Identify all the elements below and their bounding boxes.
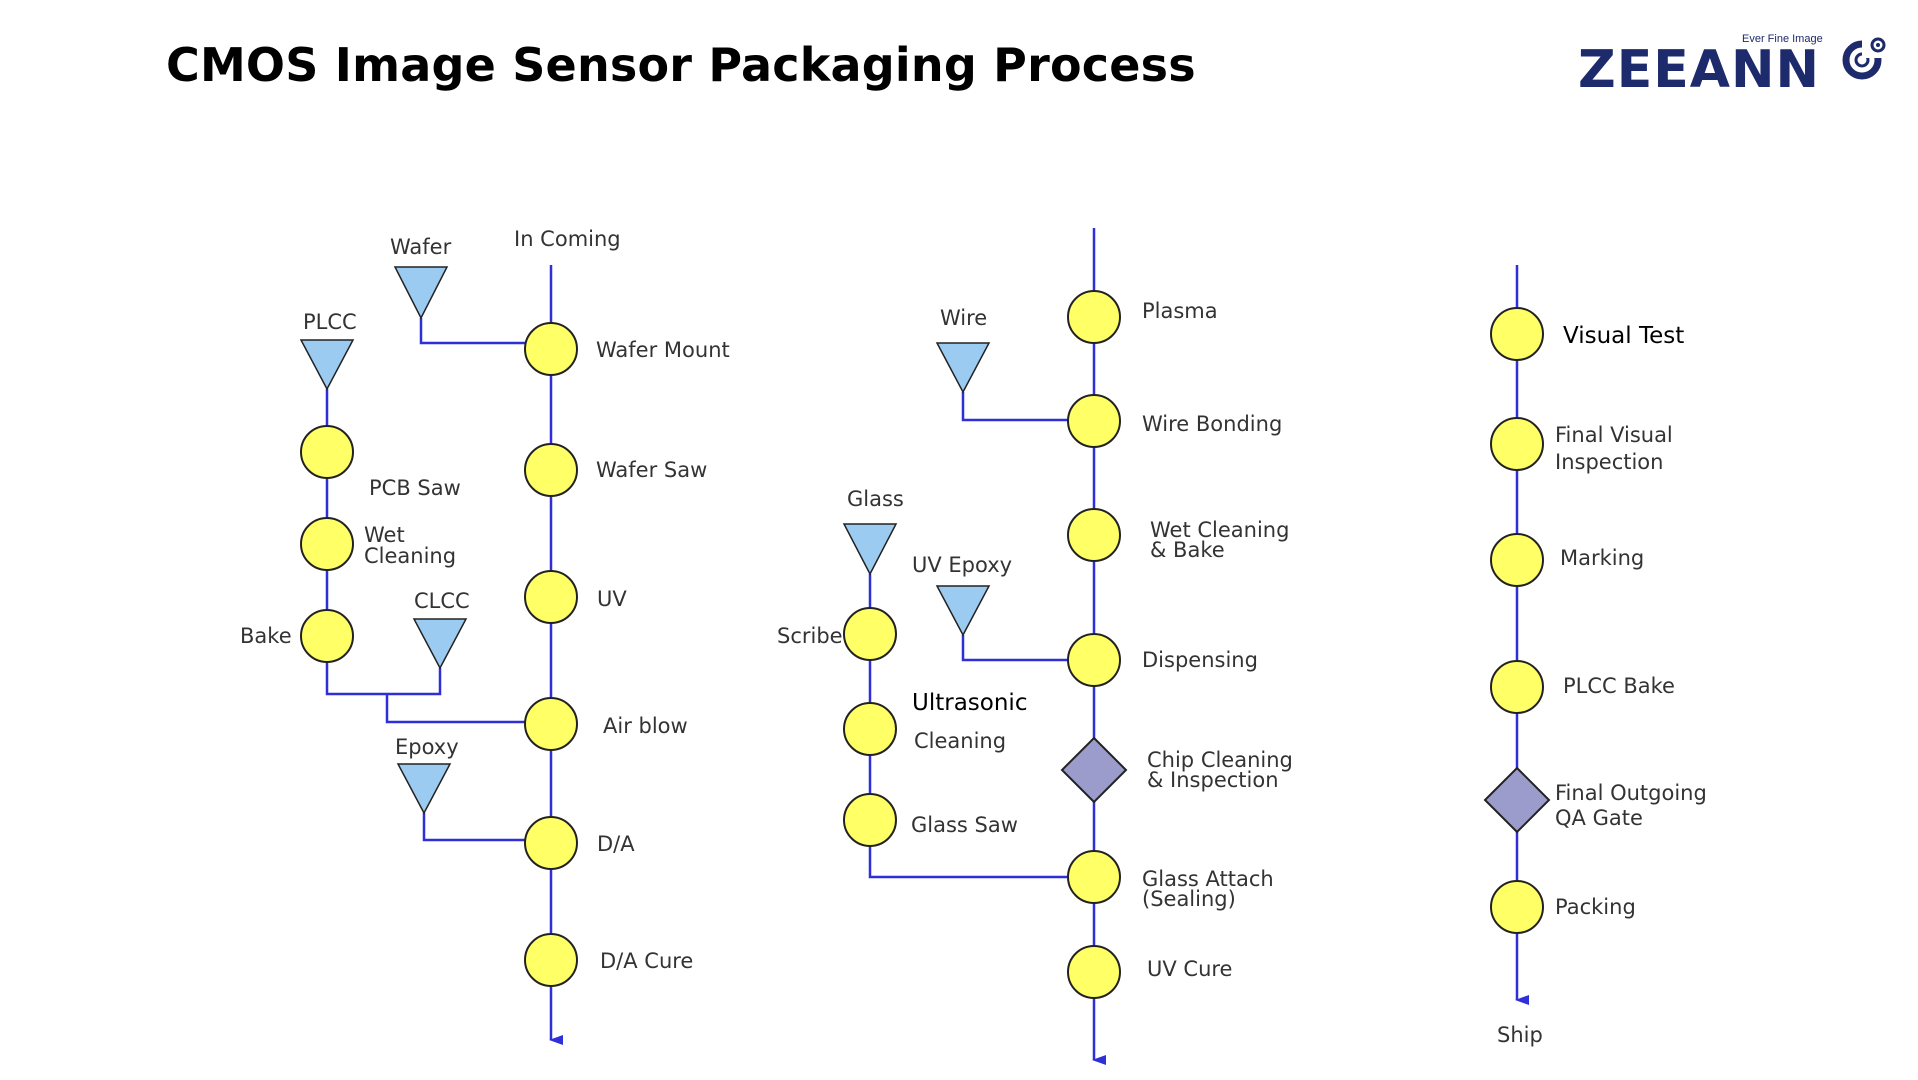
flow-3-steps (1490, 307, 1544, 934)
air-blow-step (524, 697, 578, 751)
flow-1-connectors (325, 265, 563, 1045)
wafer-saw-label: Wafer Saw (596, 458, 707, 482)
visual-test-step (1490, 307, 1544, 361)
logo-tagline: Ever Fine Image (1742, 33, 1823, 45)
flow-1-steps (300, 322, 578, 987)
wire-bonding-step (1067, 394, 1121, 448)
final-outgoing-label-line2: QA Gate (1555, 806, 1643, 830)
ultrasonic-label-line2: Cleaning (914, 729, 1006, 753)
ship-label: Ship (1497, 1023, 1543, 1047)
final-visual-label-line1: Final Visual (1555, 423, 1673, 447)
uv-cure-step (1067, 945, 1121, 999)
logo-wordmark: ZEEANN (1578, 40, 1821, 100)
final-visual-inspection-step (1490, 417, 1544, 471)
epoxy-label: Epoxy (395, 735, 459, 759)
wafer-saw-step (524, 443, 578, 497)
marking-label: Marking (1560, 546, 1644, 570)
ultrasonic-label-line1: Ultrasonic (912, 690, 1027, 716)
plcc-input-marker (299, 339, 355, 391)
bake-step (300, 609, 354, 663)
clcc-input-marker (412, 618, 468, 670)
wet-cleaning-label-line1: Wet (364, 523, 405, 547)
chip-cleaning-label-line1: Chip Cleaning (1147, 748, 1293, 772)
wet-cleaning-bake-step (1067, 508, 1121, 562)
in-coming-label: In Coming (514, 227, 621, 251)
company-logo: Ever Fine Image ZEEANN (1570, 26, 1890, 100)
glass-attach-step (1067, 850, 1121, 904)
glass-saw-step (843, 793, 897, 847)
plasma-label: Plasma (1142, 299, 1218, 323)
visual-test-label: Visual Test (1563, 323, 1684, 349)
glass-input-marker (842, 523, 898, 576)
uv-step (524, 570, 578, 624)
plcc-bake-label: PLCC Bake (1563, 674, 1675, 698)
uv-epoxy-input-marker (935, 585, 991, 637)
final-outgoing-qa-gate (1483, 766, 1551, 834)
uv-epoxy-label: UV Epoxy (912, 553, 1012, 577)
logo-swirl-icon (1842, 37, 1886, 80)
uv-epoxy-feed-line (961, 635, 1094, 662)
scribe-label: Scribe (777, 624, 843, 648)
dispensing-label: Dispensing (1142, 648, 1258, 672)
flow-1: In Coming Wafer PLCC CLCC Epoxy Wafer Mo… (240, 227, 730, 1045)
wet-cleaning-label-line2: Cleaning (364, 544, 456, 568)
da-label: D/A (597, 832, 635, 856)
epoxy-feed-line (422, 813, 551, 842)
plcc-label: PLCC (303, 310, 357, 334)
pcb-saw-step (300, 425, 354, 479)
scribe-step (843, 607, 897, 661)
plasma-step (1067, 290, 1121, 344)
wafer-input-marker (393, 266, 449, 320)
epoxy-input-marker (396, 763, 452, 815)
bake-clcc-join-line (325, 636, 442, 696)
pcb-saw-label: PCB Saw (369, 476, 461, 500)
uv-cure-label: UV Cure (1147, 957, 1232, 981)
wet-cleaning-step (300, 517, 354, 571)
wafer-mount-label: Wafer Mount (596, 338, 730, 362)
marking-step (1490, 533, 1544, 587)
wire-input-marker (935, 342, 991, 394)
glass-label: Glass (847, 487, 904, 511)
wire-bonding-label: Wire Bonding (1142, 412, 1282, 436)
wafer-feed-line (419, 318, 551, 345)
packing-step (1490, 880, 1544, 934)
glass-saw-label: Glass Saw (911, 813, 1018, 837)
clcc-label: CLCC (414, 589, 470, 613)
uv-label: UV (597, 587, 627, 611)
chip-cleaning-inspection-gate (1060, 736, 1128, 804)
pcb-merge-line (385, 694, 551, 724)
wafer-label: Wafer (390, 235, 452, 259)
dispensing-step (1067, 633, 1121, 687)
glass-attach-label-line2: (Sealing) (1142, 887, 1236, 911)
da-step (524, 816, 578, 870)
air-blow-label: Air blow (603, 714, 688, 738)
wire-feed-line (961, 392, 1094, 422)
packing-label: Packing (1555, 895, 1636, 919)
da-cure-step (524, 933, 578, 987)
flow-3: Visual Test Final Visual Inspection Mark… (1483, 265, 1707, 1047)
chip-cleaning-label-line2: & Inspection (1147, 768, 1279, 792)
wafer-mount-step (524, 322, 578, 376)
wet-cleaning-bake-label-line1: Wet Cleaning (1150, 518, 1289, 542)
flow-2-steps (843, 290, 1121, 999)
bake-label: Bake (240, 624, 292, 648)
page-title: CMOS Image Sensor Packaging Process (166, 38, 1196, 92)
plcc-bake-step (1490, 660, 1544, 714)
da-cure-label: D/A Cure (600, 949, 693, 973)
wire-label: Wire (940, 306, 987, 330)
flow-2: Plasma Wire Bonding Wet Cleaning & Bake … (777, 228, 1293, 1065)
glass-attach-label-line1: Glass Attach (1142, 867, 1274, 891)
final-outgoing-label-line1: Final Outgoing (1555, 781, 1707, 805)
ultrasonic-cleaning-step (843, 702, 897, 756)
final-visual-label-line2: Inspection (1555, 450, 1663, 474)
wet-cleaning-bake-label-line2: & Bake (1150, 538, 1225, 562)
